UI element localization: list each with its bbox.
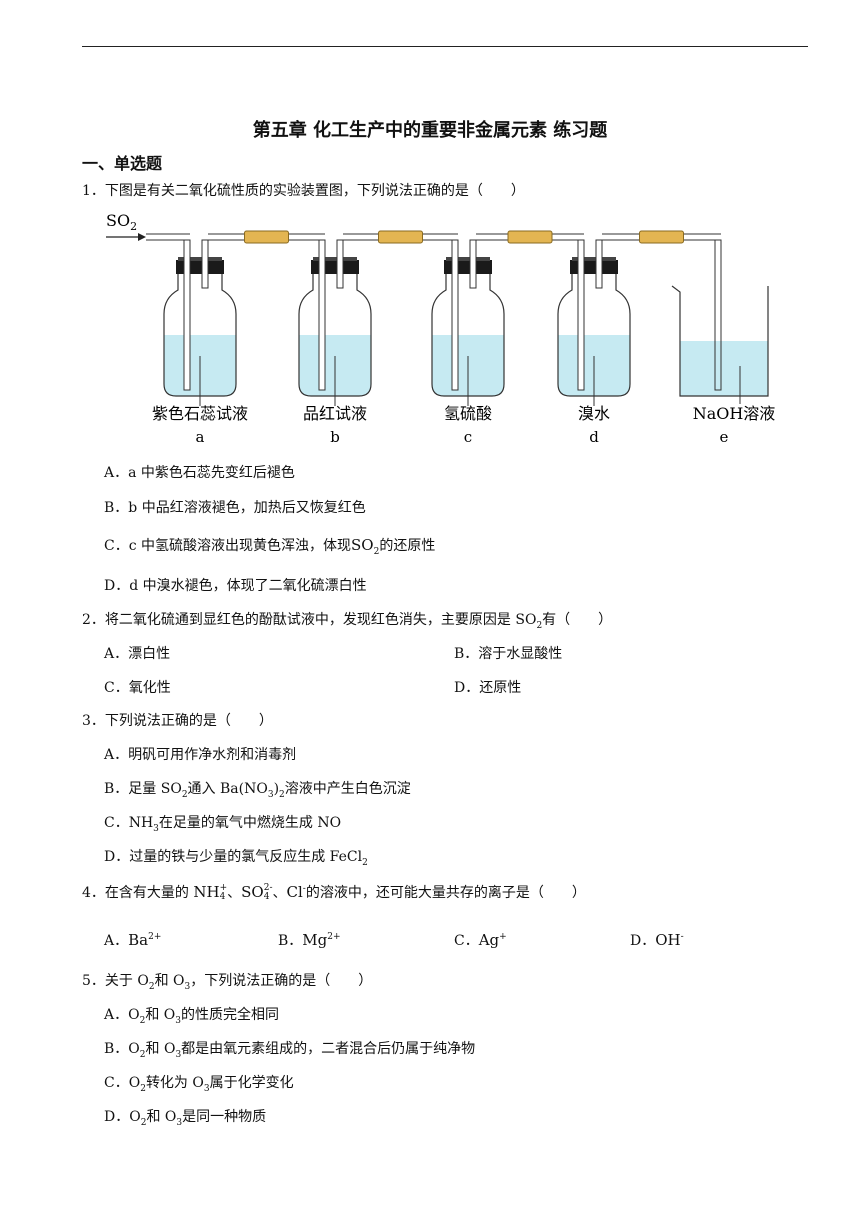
- q1-option-a[interactable]: A．a 中紫色石蕊先变红后褪色: [104, 465, 295, 481]
- q3-option-b[interactable]: B．足量 SO2通入 Ba(NO3)2溶液中产生白色沉淀: [104, 781, 411, 800]
- bottle-b: 品红试液 b: [298, 239, 372, 446]
- q4-option-d[interactable]: D．OH-: [630, 931, 684, 949]
- q3-option-c[interactable]: C．NH3在足量的氧气中燃烧生成 NO: [104, 815, 342, 834]
- bottle-label-c: 氢硫酸: [444, 404, 492, 423]
- stopper-top-d: [572, 257, 616, 261]
- question-1-stem: 1．下图是有关二氧化硫性质的实验装置图，下列说法正确的是（ ）: [82, 183, 525, 199]
- q4-option-b[interactable]: B．Mg2+: [278, 931, 341, 949]
- rubber-joint-1: [244, 230, 289, 244]
- bottle-label-d: 溴水: [578, 404, 610, 423]
- q1-option-c[interactable]: C．c 中氢硫酸溶液出现黄色浑浊，体现SO2的还原性: [104, 535, 435, 557]
- long-tube-d: [577, 239, 585, 391]
- stopper-top-a: [178, 257, 222, 261]
- question-5-stem: 5．关于 O2和 O3，下列说法正确的是（ ）: [82, 973, 373, 992]
- header-rule: [82, 46, 808, 47]
- stopper-b: [311, 260, 359, 274]
- inlet-label: SO2: [106, 211, 137, 233]
- short-tube-a: [201, 239, 209, 289]
- q2-option-d[interactable]: D．还原性: [454, 680, 522, 696]
- q2-option-c[interactable]: C．氧化性: [104, 680, 171, 696]
- bottle-label-e: NaOH溶液: [693, 404, 776, 423]
- q1-option-c-text: C．c 中氢硫酸溶液出现黄色浑浊，体现: [104, 538, 352, 554]
- q5-option-b[interactable]: B．O2和 O3都是由氧元素组成的，二者混合后仍属于纯净物: [104, 1041, 476, 1060]
- stopper-top-c: [446, 257, 490, 261]
- bottle-c: 氢硫酸 c: [431, 239, 505, 446]
- q3-option-d[interactable]: D．过量的铁与少量的氯气反应生成 FeCl2: [104, 849, 368, 868]
- bottle-letter-e: e: [720, 428, 729, 446]
- bottle-letter-c: c: [464, 428, 472, 446]
- stopper-d: [570, 260, 618, 274]
- ion-ammonium: NH+4: [193, 883, 228, 902]
- q2-option-b[interactable]: B．溶于水显酸性: [454, 646, 563, 662]
- beaker-outline-e: [671, 285, 769, 397]
- short-tube-c: [469, 239, 477, 289]
- q3-option-a[interactable]: A．明矾可用作净水剂和消毒剂: [104, 747, 297, 763]
- q5-option-c[interactable]: C．O2转化为 O3属于化学变化: [104, 1075, 294, 1094]
- short-tube-d: [595, 239, 603, 289]
- q5-option-d[interactable]: D．O2和 O3是同一种物质: [104, 1109, 267, 1128]
- bottle-letter-a: a: [196, 428, 205, 446]
- q4-option-c[interactable]: C．Ag+: [454, 931, 507, 949]
- q4-option-a[interactable]: A．Ba2+: [104, 931, 162, 949]
- rubber-joint-2: [378, 230, 423, 244]
- long-tube-b: [318, 239, 326, 391]
- apparatus-figure: SO2 紫色石蕊试液 a 品红试液 b 氢硫酸 c 溴水 d NaOH溶液 e: [106, 211, 776, 446]
- bottle-label-b: 品红试液: [303, 404, 367, 423]
- section-heading: 一、单选题: [82, 154, 163, 173]
- long-tube-a: [183, 239, 191, 391]
- bottle-a: 紫色石蕊试液 a: [152, 239, 248, 446]
- page-title: 第五章 化工生产中的重要非金属元素 练习题: [252, 120, 608, 141]
- inlet-arrowhead: [138, 233, 146, 241]
- stopper-a: [176, 260, 224, 274]
- bottle-letter-b: b: [330, 428, 340, 446]
- ion-chloride: Cl-: [286, 883, 306, 901]
- rubber-joint-4: [639, 230, 684, 244]
- beaker-e: NaOH溶液 e: [671, 239, 776, 446]
- q5-option-a[interactable]: A．O2和 O3的性质完全相同: [104, 1007, 279, 1026]
- stopper-c: [444, 260, 492, 274]
- q1-option-d[interactable]: D．d 中溴水褪色，体现了二氧化硫漂白性: [104, 578, 367, 594]
- q1-option-c-formula: SO2: [351, 536, 380, 557]
- short-tube-b: [336, 239, 344, 289]
- question-2-stem: 2．将二氧化硫通到显红色的酚酞试液中，发现红色消失，主要原因是 SO2有（ ）: [82, 612, 613, 631]
- q1-option-c-tail: 的还原性: [379, 538, 436, 554]
- rubber-joint-3: [507, 230, 553, 244]
- liquid-e: [680, 341, 768, 396]
- bottle-label-a: 紫色石蕊试液: [152, 404, 248, 423]
- bottle-letter-d: d: [589, 428, 599, 446]
- inlet-tube: [146, 233, 190, 241]
- bottle-d: 溴水 d: [557, 239, 631, 446]
- long-tube-c: [451, 239, 459, 391]
- stopper-top-b: [313, 257, 357, 261]
- q2-option-a[interactable]: A．漂白性: [104, 646, 171, 662]
- question-3-stem: 3．下列说法正确的是（ ）: [82, 713, 273, 729]
- q1-option-b[interactable]: B．b 中品红溶液褪色，加热后又恢复红色: [104, 500, 366, 516]
